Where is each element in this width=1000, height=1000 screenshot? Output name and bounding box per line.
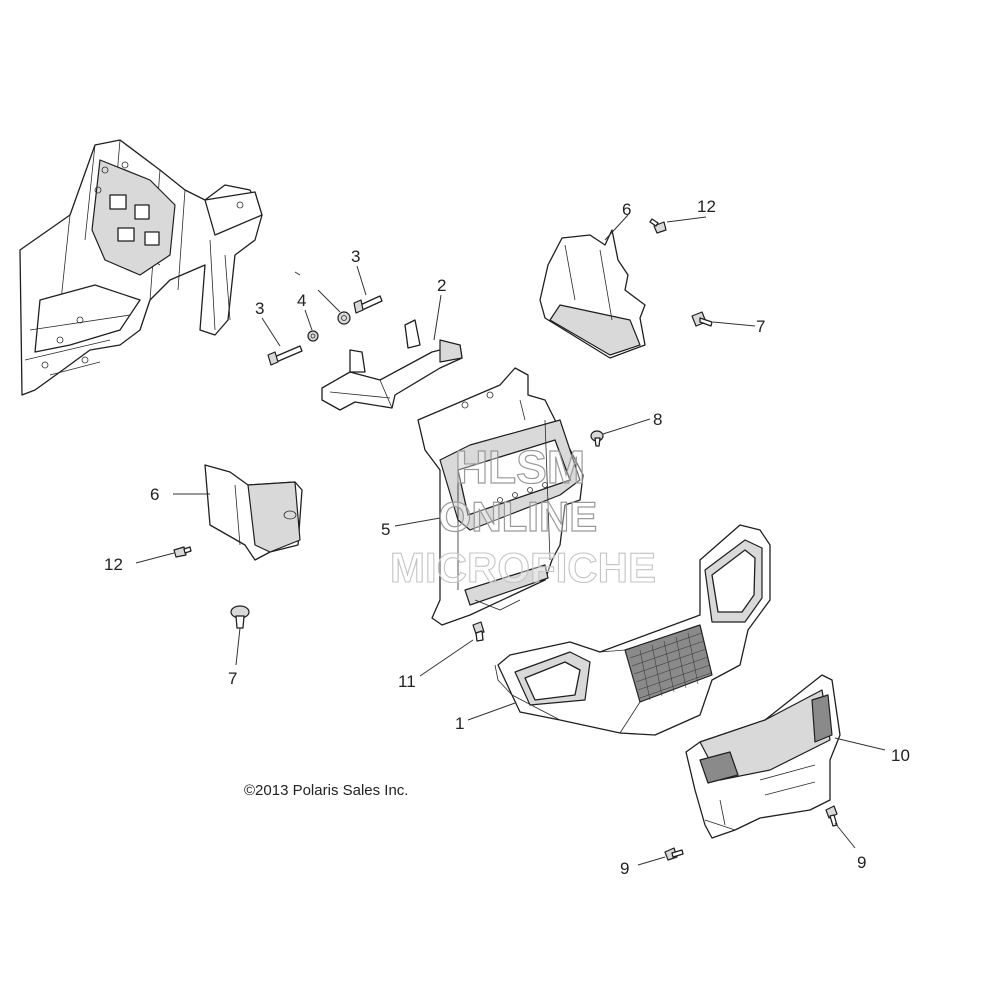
callout-11: 11 — [398, 672, 416, 691]
callout-7a: 7 — [756, 317, 765, 336]
callout-labels: 1 2 3 3 4 5 6 6 7 7 8 9 9 10 11 12 12 — [104, 197, 910, 878]
callout-12b: 12 — [104, 555, 123, 574]
part-4-nut-b — [307, 330, 319, 342]
watermark-line-1: HLSM — [455, 441, 585, 493]
callout-4: 4 — [297, 291, 306, 310]
callout-6a: 6 — [622, 200, 631, 219]
callout-7b: 7 — [228, 669, 237, 688]
callout-10: 10 — [891, 746, 910, 765]
part-8-push-rivet — [590, 430, 604, 447]
part-12-screw-b — [173, 546, 192, 558]
callout-12a: 12 — [697, 197, 716, 216]
callout-9a: 9 — [620, 859, 629, 878]
part-3-bolt-b — [353, 295, 383, 314]
callout-9b: 9 — [857, 853, 866, 872]
callout-3b: 3 — [351, 247, 360, 266]
part-5-front-frame — [417, 367, 584, 626]
callout-3a: 3 — [255, 299, 264, 318]
grille-mesh — [629, 632, 712, 701]
part-7-push-rivet-a — [691, 311, 713, 327]
copyright-notice: ©2013 Polaris Sales Inc. — [244, 782, 408, 799]
callout-2: 2 — [437, 276, 446, 295]
part-9-screw-a — [664, 847, 684, 861]
callout-1: 1 — [455, 714, 464, 733]
part-7-push-rivet-b — [230, 605, 250, 629]
part-2-mount-bracket — [321, 319, 463, 411]
part-11-fastener — [472, 621, 485, 642]
watermark-line-2: ONLINE — [439, 493, 598, 540]
callout-8: 8 — [653, 410, 662, 429]
part-6-shield-lower — [204, 464, 303, 561]
part-10-front-bumper — [685, 674, 841, 839]
part-12-screw-a — [649, 218, 667, 234]
part-3-bolt-a — [267, 345, 303, 366]
part-4-nut-a — [337, 311, 351, 325]
part-6-shield-upper — [539, 229, 646, 359]
watermark: HLSM ONLINE MICROFICHE — [389, 440, 656, 591]
part-1-front-fascia — [494, 524, 771, 736]
leader-lines — [135, 214, 886, 866]
callout-5: 5 — [381, 520, 390, 539]
callout-6b: 6 — [150, 485, 159, 504]
watermark-line-3: MICROFICHE — [390, 544, 656, 591]
vehicle-frame-illustration — [19, 139, 263, 396]
